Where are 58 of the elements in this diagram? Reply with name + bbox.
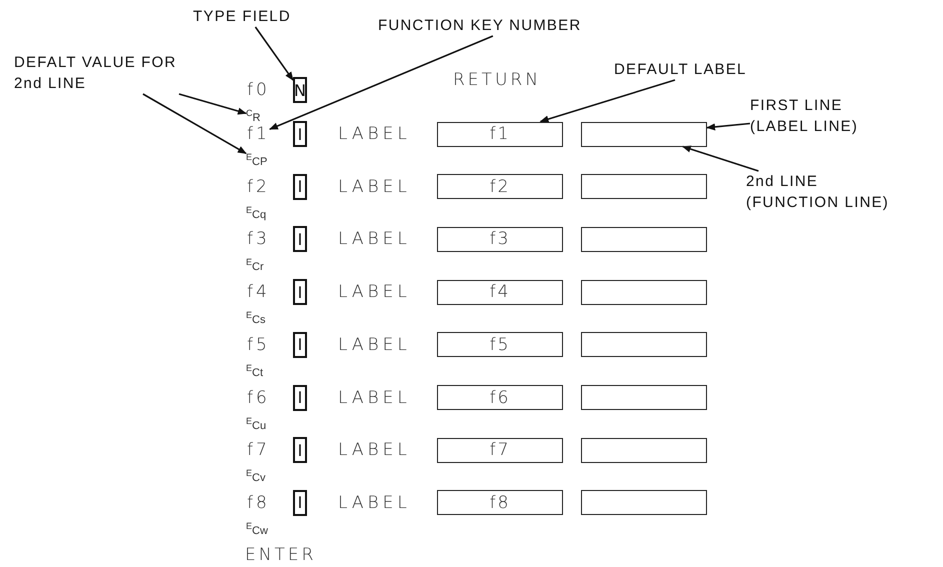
label-prompt: LABEL: [338, 440, 411, 460]
default-label-box: f5: [437, 332, 563, 358]
escape-code: $^{E}$Cr: [246, 256, 264, 274]
label-prompt: LABEL: [338, 176, 411, 197]
arrow: [254, 26, 294, 81]
callout-label: TYPE FIELD: [193, 6, 303, 27]
escape-code: $^{E}$Cq: [246, 204, 266, 221]
escape-code: $^{C}$R: [246, 107, 260, 124]
type-field-box: I: [293, 384, 307, 410]
escape-code: $^{E}$Cu: [246, 414, 266, 432]
default-label-box: f2: [437, 174, 563, 200]
function-key-number: f3: [247, 229, 270, 250]
default-label-box: f7: [437, 438, 563, 463]
type-field-box: I: [293, 121, 307, 147]
callout-label: DEFALT VALUE FOR 2nd LINE: [14, 52, 199, 94]
function-key-number: f0: [247, 80, 270, 100]
type-field-box: I: [293, 437, 307, 464]
default-label-box: f1: [437, 122, 563, 146]
default-label-box: f3: [437, 226, 563, 252]
label-prompt: LABEL: [338, 334, 411, 355]
function-key-number: f8: [247, 492, 270, 513]
function-key-number: f4: [247, 282, 270, 302]
callout-label: FUNCTION KEY NUMBER: [378, 15, 658, 36]
default-label-box: f4: [437, 280, 563, 305]
arrow: [142, 93, 247, 154]
default-label-box: f8: [437, 490, 563, 516]
type-field-box: I: [293, 226, 307, 252]
arrow: [268, 35, 494, 130]
label-prompt: LABEL: [338, 229, 411, 250]
type-field-box: I: [293, 490, 307, 516]
callout-label: DEFAULT LABEL: [614, 59, 804, 80]
callout-label: FIRST LINE (LABEL LINE): [750, 95, 900, 137]
label-prompt: LABEL: [338, 492, 411, 513]
default-label-box: f6: [437, 385, 563, 410]
escape-code: $^{E}$Cv: [246, 467, 266, 484]
arrow: [706, 122, 750, 130]
arrow: [540, 79, 676, 123]
label-prompt: LABEL: [338, 124, 411, 144]
type-field-box: I: [293, 279, 307, 306]
function-key-number: f5: [247, 334, 270, 355]
callout-label: 2nd LINE (FUNCTION LINE): [746, 171, 901, 213]
type-field-box: N: [293, 77, 307, 103]
arrow: [682, 146, 759, 172]
function-key-number: f1: [247, 124, 270, 144]
function-key-number: f6: [247, 388, 270, 408]
escape-code: $^{E}$Ct: [246, 362, 264, 379]
arrow: [178, 93, 247, 115]
enter-prompt: ENTER: [245, 545, 316, 565]
function-key-number: f2: [247, 176, 270, 197]
return-prompt: RETURN: [453, 70, 541, 90]
label-prompt: LABEL: [338, 282, 411, 302]
type-field-box: I: [293, 332, 307, 358]
type-field-box: I: [293, 174, 307, 200]
escape-code: $^{E}$CP: [246, 151, 268, 168]
label-prompt: LABEL: [338, 388, 411, 408]
function-key-number: f7: [247, 440, 270, 460]
escape-code: $^{E}$Cs: [246, 309, 266, 326]
escape-code: $^{E}$Cw: [246, 520, 268, 537]
